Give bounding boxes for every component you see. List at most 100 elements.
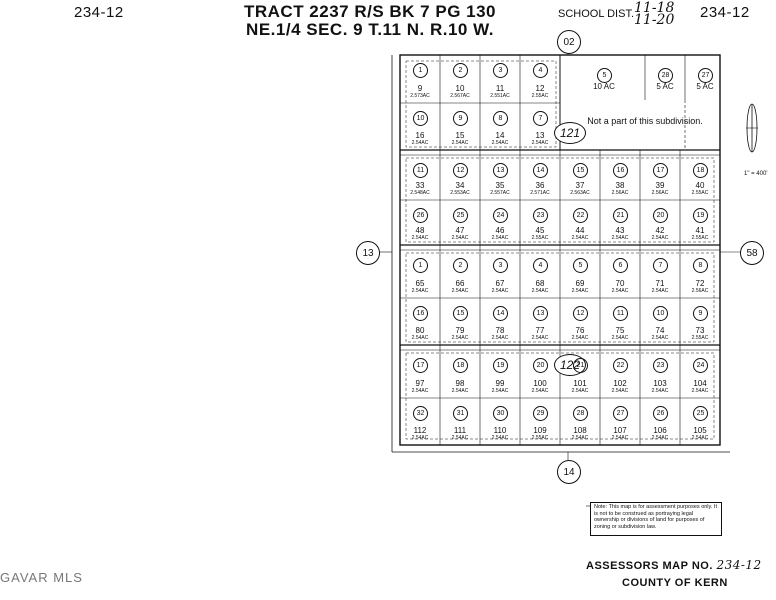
parcel-acreage: 2.54AC [571,388,589,394]
parcel-acreage: 2.54AC [491,388,509,394]
parcel-circle: 25 [453,208,468,223]
disclaimer-note: Note: This map is for assessment purpose… [590,502,722,536]
parcel-acreage: 2.54AC [451,388,469,394]
parcel-acreage: 2.573AC [410,93,430,99]
parcel-acreage: 2.54AC [491,235,509,241]
parcel-number: 71 [655,279,665,288]
parcel-number: 73 [695,326,705,335]
parcel-circle: 8 [693,258,708,273]
parcel-number: 34 [455,181,465,190]
not-part-note: Not a part of this subdivision. [587,116,703,126]
parcel-circle: 14 [493,306,508,321]
parcel-circle: 19 [493,358,508,373]
parcel-number: 69 [575,279,585,288]
parcel-circle: 12 [573,306,588,321]
parcel-circle: 31 [453,406,468,421]
parcel-number: 10 [455,84,465,93]
parcel-acreage: 2.54AC [411,288,429,294]
parcel-acreage: 2.563AC [570,190,590,196]
parcel-acreage: 2.54AC [531,288,549,294]
parcel-acreage: 2.54AC [611,388,629,394]
parcel-number: 35 [495,181,505,190]
parcel-acreage: 2.54AC [451,140,469,146]
parcel-circle: 15 [573,163,588,178]
parcel-number: 80 [415,326,425,335]
parcel-number: 65 [415,279,425,288]
parcel-circle: 12 [453,163,468,178]
parcel-circle: 17 [413,358,428,373]
parcel-circle: 32 [413,406,428,421]
parcel-circle: 10 [413,111,428,126]
parcel-acreage: 2.54AC [451,435,469,441]
parcel-number: 40 [695,181,705,190]
map-code-right: 234-12 [700,4,750,21]
parcel-circle: 22 [613,358,628,373]
parcel-number: 13 [535,131,545,140]
parcel-circle: 21 [613,208,628,223]
parcel-circle: 28 [658,68,673,83]
parcel-acreage: 2.567AC [450,93,470,99]
parcel-number: 74 [655,326,665,335]
parcel-number: 106 [653,426,667,435]
watermark: GAVAR MLS [0,570,83,585]
parcel-acreage: 2.54AC [451,288,469,294]
parcel-number: 36 [535,181,545,190]
parcel-acreage: 2.54AC [611,435,629,441]
parcel-acreage: 2.55AC [691,335,709,341]
parcel-circle: 22 [573,208,588,223]
road-label-right: 58 [740,241,764,265]
parcel-circle: 7 [533,111,548,126]
parcel-acreage: 2.56AC [691,288,709,294]
parcel-acreage: 2.56AC [651,190,669,196]
parcel-acreage: 5 AC [696,82,714,91]
parcel-circle: 13 [493,163,508,178]
parcel-number: 112 [413,426,427,435]
parcel-acreage: 2.54AC [531,388,549,394]
parcel-number: 68 [535,279,545,288]
parcel-number: 97 [415,379,425,388]
parcel-number: 109 [533,426,547,435]
parcel-number: 11 [495,84,505,93]
parcel-number: 39 [655,181,665,190]
parcel-number: 103 [653,379,667,388]
parcel-acreage: 2.54AC [411,388,429,394]
parcel-number: 67 [495,279,505,288]
parcel-acreage: 2.54AC [411,235,429,241]
parcel-number: 38 [615,181,625,190]
parcel-acreage: 2.54AC [651,288,669,294]
parcel-number: 33 [415,181,425,190]
county-label: COUNTY OF KERN [622,577,728,589]
parcel-circle: 1 [413,63,428,78]
tract-title: TRACT 2237 R/S BK 7 PG 130 [243,2,497,21]
scale-label: 1" = 400' [744,171,768,177]
parcel-acreage: 2.54AC [411,335,429,341]
block-label-upper: 121 [554,122,586,144]
parcel-circle: 26 [653,406,668,421]
parcel-acreage: 2.54AC [571,335,589,341]
parcel-acreage: 2.54AC [651,435,669,441]
parcel-acreage: 2.54AC [691,388,709,394]
parcel-acreage: 2.557AC [490,190,510,196]
parcel-acreage: 2.54AC [451,235,469,241]
school-district-value-2: 11-20 [634,12,675,28]
parcel-number: 48 [415,226,425,235]
parcel-number: 66 [455,279,465,288]
parcel-circle: 5 [573,258,588,273]
parcel-circle: 1 [413,258,428,273]
parcel-circle: 21 [573,358,588,373]
parcel-acreage: 2.54AC [611,235,629,241]
parcel-circle: 18 [453,358,468,373]
parcel-acreage: 2.54AC [491,288,509,294]
parcel-circle: 20 [533,358,548,373]
parcel-acreage: 2.54AC [491,335,509,341]
parcel-number: 47 [455,226,465,235]
road-label-bottom: 14 [557,460,581,484]
parcel-number: 79 [455,326,465,335]
parcel-number: 16 [415,131,425,140]
parcel-number: 75 [615,326,625,335]
parcel-circle: 24 [493,208,508,223]
parcel-circle: 14 [533,163,548,178]
parcel-acreage: 2.54AC [451,335,469,341]
parcel-circle: 8 [493,111,508,126]
parcel-number: 78 [495,326,505,335]
